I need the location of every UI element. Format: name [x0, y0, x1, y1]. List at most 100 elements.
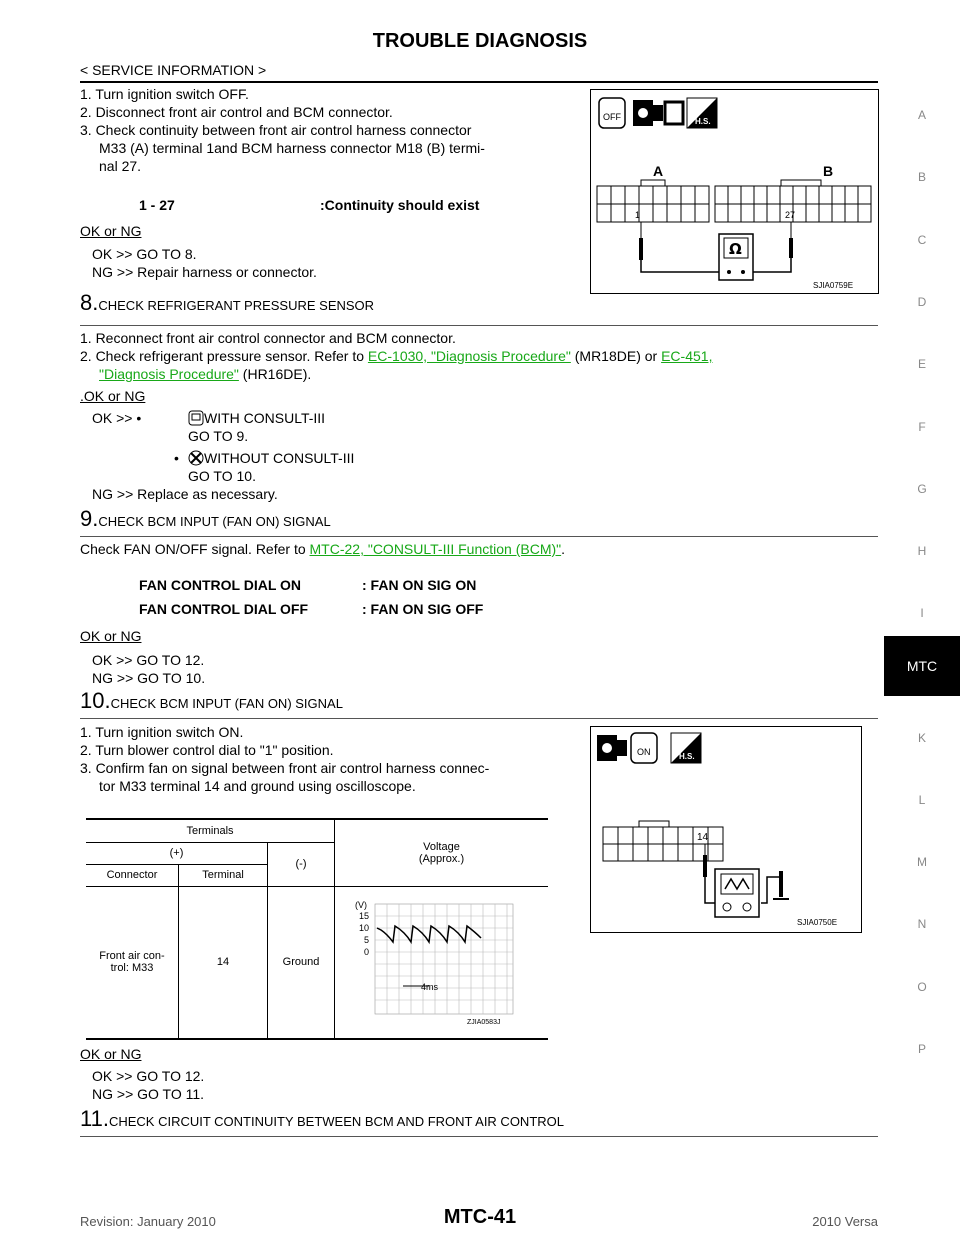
- spec-key: FAN CONTROL DIAL OFF: [139, 601, 309, 617]
- th-plus: (+): [86, 841, 268, 865]
- link-mtc-22[interactable]: MTC-22, "CONSULT-III Function (BCM)": [309, 541, 562, 557]
- link-diagnosis-procedure[interactable]: "Diagnosis Procedure": [99, 366, 239, 382]
- ok-ng-heading: OK or NG: [80, 223, 142, 239]
- step-number: 10.: [80, 688, 111, 713]
- footer-model: 2010 Versa: [812, 1214, 878, 1229]
- continuity-spec-result: :Continuity should exist: [320, 197, 480, 213]
- figure-id: SJIA0750E: [797, 918, 837, 927]
- ok-result: OK >> GO TO 12.: [92, 1068, 205, 1084]
- wave-unit: (V): [355, 900, 367, 910]
- step-number: 8.: [80, 290, 99, 315]
- text-run: Check FAN ON/OFF signal. Refer to: [80, 541, 310, 557]
- connector-a-drawing: [596, 179, 710, 223]
- with-consult-goto: GO TO 9.: [188, 428, 249, 444]
- continuity-check-figure: OFF H.S. A B 1: [590, 89, 879, 294]
- step-rule: [80, 536, 878, 537]
- side-index-letter[interactable]: B: [917, 170, 926, 184]
- off-label: OFF: [603, 112, 621, 122]
- terminal-1-label: 1: [635, 210, 640, 220]
- step11-heading: 11.CHECK CIRCUIT CONTINUITY BETWEEN BCM …: [80, 1106, 564, 1132]
- side-index-active-tab[interactable]: MTC: [884, 636, 960, 696]
- side-index-letter[interactable]: E: [917, 357, 926, 371]
- voltage-waveform: (V) 15 10 5 0: [355, 900, 513, 1026]
- step-title: CHECK BCM INPUT (FAN ON) SIGNAL: [110, 696, 343, 711]
- connector-b-drawing: [714, 179, 872, 223]
- side-index-letter[interactable]: P: [917, 1042, 926, 1056]
- th-terminals: Terminals: [86, 820, 335, 843]
- with-consult-label: WITH CONSULT-III: [204, 410, 326, 426]
- section-subtitle: < SERVICE INFORMATION >: [80, 62, 267, 78]
- ok-ng-heading: OK or NG: [80, 628, 142, 644]
- continuity-diagram: OFF H.S. A B 1: [596, 97, 872, 290]
- step-rule: [80, 1136, 878, 1137]
- side-index-letter[interactable]: M: [917, 855, 927, 869]
- ng-result: NG >> GO TO 10.: [92, 670, 206, 686]
- step-title: CHECK CIRCUIT CONTINUITY BETWEEN BCM AND…: [108, 1114, 564, 1129]
- text-run: 2. Check refrigerant pressure sensor. Re…: [80, 348, 368, 364]
- oscilloscope-check-figure: ON H.S. 14: [590, 726, 862, 933]
- side-index-letter[interactable]: F: [918, 420, 926, 434]
- side-index-letter[interactable]: K: [917, 731, 926, 745]
- side-index-letter[interactable]: I: [920, 606, 924, 620]
- wave-id: ZJIA0583J: [467, 1019, 500, 1026]
- wave-grid: [374, 903, 513, 1015]
- ok-ng-heading: .OK or NG: [80, 388, 146, 404]
- wave-y0: 0: [364, 947, 369, 957]
- connector-a-label: A: [653, 163, 663, 179]
- step-number: 9.: [80, 506, 99, 531]
- table-top-rule: [86, 818, 548, 820]
- step7-item: M33 (A) terminal 1and BCM harness connec…: [99, 140, 485, 156]
- ng-result: NG >> Repair harness or connector.: [92, 264, 317, 280]
- hs-label: H.S.: [679, 752, 695, 761]
- connector-icon: [597, 735, 627, 761]
- step7-item: 3. Check continuity between front air co…: [80, 122, 472, 138]
- side-index-letter[interactable]: L: [918, 793, 926, 807]
- side-index-letter[interactable]: O: [917, 980, 927, 994]
- side-index-letter[interactable]: N: [917, 917, 927, 931]
- td-voltage-waveform: (V) 15 10 5 0: [334, 885, 548, 1040]
- th-connector: Connector: [86, 863, 179, 887]
- step7-item: 2. Disconnect front air control and BCM …: [80, 104, 393, 120]
- step8-item: 1. Reconnect front air control connector…: [80, 330, 456, 346]
- ok-ng-heading: OK or NG: [80, 1046, 142, 1062]
- th-terminal: Terminal: [178, 863, 268, 887]
- side-index-letter[interactable]: A: [917, 108, 926, 122]
- td-minus: Ground: [267, 885, 335, 1040]
- step-rule: [80, 325, 878, 326]
- without-consult-goto: GO TO 10.: [188, 468, 256, 484]
- on-label: ON: [637, 747, 651, 757]
- approx-label: (Approx.): [418, 852, 465, 865]
- wave-period: 4ms: [421, 982, 439, 992]
- spec-value: : FAN ON SIG ON: [362, 577, 477, 593]
- link-ec-451[interactable]: EC-451,: [661, 348, 713, 364]
- oscilloscope-icon: [714, 868, 760, 918]
- oscilloscope-diagram: ON H.S. 14: [597, 732, 837, 927]
- side-index-letter[interactable]: D: [917, 295, 927, 309]
- spec-key: FAN CONTROL DIAL ON: [139, 577, 302, 593]
- ng-result: NG >> Replace as necessary.: [92, 486, 278, 502]
- connector-disconnect-icon: [633, 100, 685, 126]
- ohmmeter-probes: [639, 222, 793, 273]
- step-number: 11.: [80, 1106, 109, 1131]
- text-run: .: [561, 541, 566, 557]
- spec-value: : FAN ON SIG OFF: [362, 601, 484, 617]
- td-connector: Front air con-trol: M33: [86, 885, 179, 1040]
- footer-revision: Revision: January 2010: [80, 1214, 216, 1229]
- side-index-letter[interactable]: G: [917, 482, 927, 496]
- step7-item: nal 27.: [99, 158, 142, 174]
- side-index-letter[interactable]: C: [917, 233, 927, 247]
- step10-heading: 10.CHECK BCM INPUT (FAN ON) SIGNAL: [80, 688, 343, 714]
- ok-result: OK >> GO TO 12.: [92, 652, 205, 668]
- ok-result: OK >> GO TO 8.: [92, 246, 197, 262]
- connector-line1: Front air con-: [99, 950, 165, 963]
- no-consult-icon: [188, 450, 204, 466]
- harness-service-icon: H.S.: [670, 732, 702, 764]
- step8-heading: 8.CHECK REFRIGERANT PRESSURE SENSOR: [80, 290, 374, 316]
- step9-heading: 9.CHECK BCM INPUT (FAN ON) SIGNAL: [80, 506, 331, 532]
- side-index-letter[interactable]: H: [917, 544, 927, 558]
- oscilloscope-probes: [703, 844, 789, 904]
- page-number: MTC-41: [443, 1206, 517, 1228]
- link-ec-1030[interactable]: EC-1030, "Diagnosis Procedure": [367, 348, 571, 364]
- voltage-label: Voltage: [423, 840, 460, 853]
- step10-item: 3. Confirm fan on signal between front a…: [80, 760, 490, 776]
